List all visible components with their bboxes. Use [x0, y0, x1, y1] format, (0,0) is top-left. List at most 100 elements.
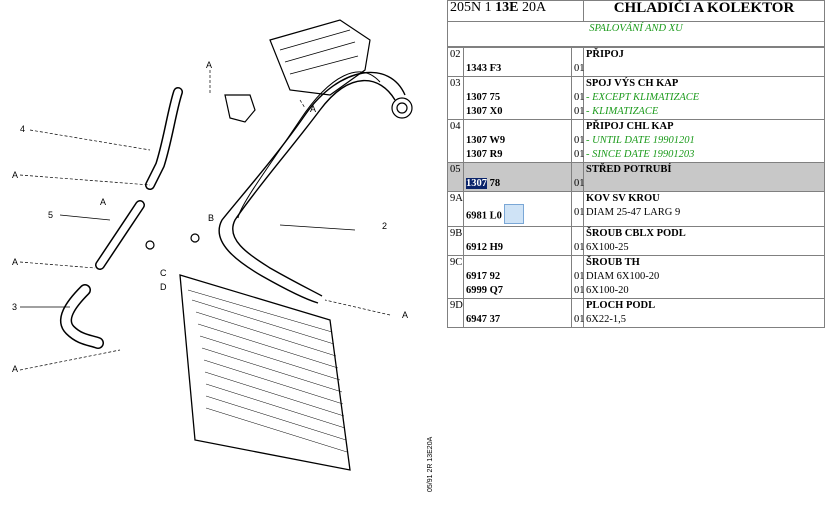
drawing-stamp: 05/91 2R 13E20A: [427, 436, 434, 492]
part-name: ŠROUB CBLX PODL: [586, 228, 686, 239]
part-spec: 6X100-20: [586, 285, 629, 296]
link-cursor-icon[interactable]: [503, 204, 524, 224]
part-name: ŠROUB TH: [586, 257, 640, 268]
subheader-row: SPALOVÁNÍ AND XU: [447, 21, 825, 47]
part-spec: 6X22-1,5: [586, 314, 626, 325]
label-a-1: A: [12, 170, 18, 180]
selected-reference-highlight[interactable]: 1307: [466, 178, 487, 189]
quantity-line: 01: [574, 149, 585, 160]
reference-line[interactable]: 1343 F3: [466, 63, 502, 74]
part-note: - UNTIL DATE 19901201: [586, 135, 695, 146]
part-note: - KLIMATIZACE: [586, 106, 659, 117]
label-a-5: A: [310, 104, 316, 114]
label-5: 5: [48, 210, 53, 220]
quantity-line: [574, 256, 581, 270]
part-description: PLOCH PODL 6X22-1,5: [583, 298, 825, 328]
part-description: ŠROUB CBLX PODL 6X100-25: [583, 226, 825, 256]
reference-line[interactable]: 1307 R9: [466, 149, 503, 160]
part-reference[interactable]: 6981 L0: [463, 191, 572, 227]
quantity-line: 01: [574, 106, 585, 117]
part-name: PLOCH PODL: [586, 300, 656, 311]
part-reference[interactable]: 1307 78: [463, 162, 572, 192]
label-a-3: A: [12, 364, 18, 374]
part-reference[interactable]: 6912 H9: [463, 226, 572, 256]
part-spec: 6X100-25: [586, 242, 629, 253]
part-reference[interactable]: 1307 W9 1307 R9: [463, 119, 572, 163]
reference-line[interactable]: [466, 299, 569, 313]
part-reference[interactable]: 1343 F3: [463, 47, 572, 77]
quantity-line: 01: [574, 63, 585, 74]
quantity-line: 01: [574, 271, 585, 282]
part-position: 9C: [447, 255, 464, 299]
quantity-line: [574, 120, 581, 134]
reference-line[interactable]: 6947 37: [466, 314, 501, 325]
part-position: 9D: [447, 298, 464, 328]
part-note: - EXCEPT KLIMATIZACE: [586, 92, 700, 103]
reference-line[interactable]: 6999 Q7: [466, 285, 504, 296]
part-name: KOV SV KROU: [586, 193, 660, 204]
label-a-4: A: [206, 60, 212, 70]
label-a-7: A: [100, 197, 106, 207]
reference-line[interactable]: [466, 48, 569, 62]
quantity-line: 01: [574, 178, 585, 189]
label-2: 2: [382, 221, 387, 231]
part-position: 9B: [447, 226, 464, 256]
subheader-text: SPALOVÁNÍ AND XU: [447, 21, 825, 47]
part-reference[interactable]: 6917 92 6999 Q7: [463, 255, 572, 299]
part-reference[interactable]: 1307 75 1307 X0: [463, 76, 572, 120]
pipe-5: [96, 201, 144, 269]
part-quantity: 01: [571, 298, 585, 328]
engine-outline: [269, 19, 371, 96]
label-3: 3: [12, 302, 17, 312]
reference-line[interactable]: 6917 92: [466, 271, 501, 282]
reference-line[interactable]: [466, 227, 569, 241]
reference-line[interactable]: 1307 W9: [466, 135, 506, 146]
cooling-hoses-drawing: 4 5 3 2 A A A A A A A B C D 05/91 2R 13E…: [12, 19, 434, 492]
part-description: SPOJ VÝS CH KAP - EXCEPT KLIMATIZACE - KLI…: [583, 76, 825, 120]
quantity-line: 01: [574, 207, 585, 218]
part-reference[interactable]: 6947 37: [463, 298, 572, 328]
label-a-6: A: [402, 310, 408, 320]
radiator: [179, 274, 351, 471]
washer-d: [145, 240, 155, 250]
reference-line[interactable]: 6912 H9: [466, 242, 504, 253]
parts-list-panel: 205N 1 13E 20A CHLADIČI A KOLEKTOR SPALO…: [446, 0, 825, 502]
reference-line[interactable]: 6981 L0: [466, 204, 569, 226]
quantity-line: 01: [574, 242, 585, 253]
part-quantity: 01: [571, 226, 585, 256]
reference-line[interactable]: [466, 120, 569, 134]
quantity-line: 01: [574, 135, 585, 146]
hose-3: [61, 285, 103, 348]
hose-2: [232, 79, 396, 297]
quantity-line: [574, 299, 581, 313]
quantity-line: [574, 163, 581, 177]
part-quantity: 01: [571, 162, 585, 192]
quantity-line: 01: [574, 314, 585, 325]
group-code: 205N 1 13E 20A: [446, 0, 585, 22]
reference-line[interactable]: 1307 78: [466, 178, 501, 189]
reference-line[interactable]: [466, 77, 569, 91]
part-spec: [586, 177, 822, 191]
reference-line[interactable]: 1307 75: [466, 92, 501, 103]
part-name: STŘED POTRUBÍ: [586, 164, 672, 175]
reference-line[interactable]: [466, 163, 569, 177]
parts-header-row: 205N 1 13E 20A CHLADIČI A KOLEKTOR: [446, 0, 825, 22]
group-title: CHLADIČI A KOLEKTOR: [583, 0, 825, 22]
reference-line[interactable]: 1307 X0: [466, 106, 503, 117]
part-name: SPOJ VÝS CH KAP: [586, 78, 679, 89]
reference-line[interactable]: [466, 256, 569, 270]
